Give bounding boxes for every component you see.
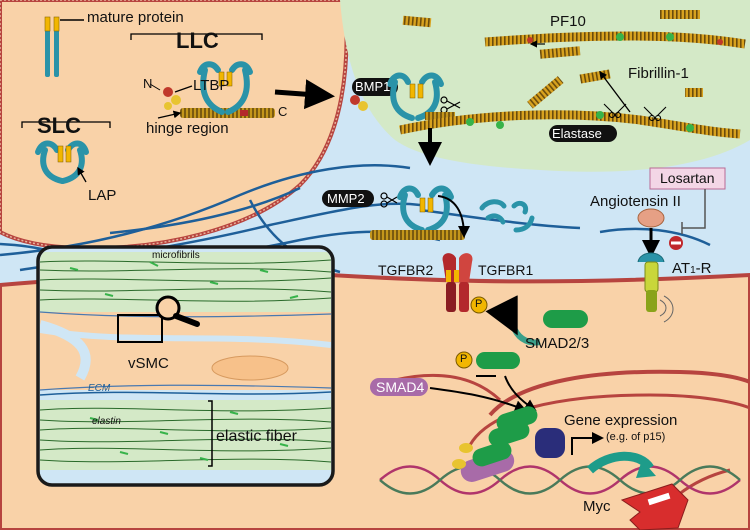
label-gene-expression-example: (e.g. of p15): [606, 431, 666, 443]
label-phospho-smad: P: [460, 353, 468, 365]
label-mature-protein: mature protein: [87, 9, 184, 26]
label-smad23: SMAD2/3: [525, 335, 590, 352]
transcription-complex: [452, 406, 565, 482]
smad4-box: [370, 378, 428, 396]
label-losartan: Losartan: [660, 170, 715, 186]
label-pf10: PF10: [550, 13, 586, 30]
label-at1r: AT1-R: [672, 260, 711, 277]
myc-protein: [620, 483, 689, 530]
nuclear-envelope: [488, 369, 750, 417]
label-n-terminal: N: [143, 76, 153, 91]
label-at1r-suffix: -R: [695, 260, 712, 277]
label-ecm: ECM: [88, 383, 111, 394]
smad23-inactive: [543, 310, 588, 328]
label-c-terminal: C: [278, 104, 288, 119]
scissors-icon: [440, 96, 461, 114]
label-at1r-prefix: AT: [672, 260, 691, 277]
bmp1-complex: [350, 72, 461, 121]
label-gene-expression: Gene expression: [564, 412, 678, 429]
label-ltbp: LTBP: [193, 77, 230, 94]
scissors-icon: [380, 192, 398, 208]
secretion-arrow: [274, 79, 335, 110]
tgfbr-receptors: [442, 253, 488, 314]
label-vsmc: vSMC: [128, 355, 169, 372]
label-mmp2: MMP2: [327, 191, 365, 206]
label-tgfbr2: TGFBR2: [378, 262, 433, 278]
label-elastin: elastin: [92, 416, 121, 427]
label-angiotensin2: Angiotensin II: [590, 193, 681, 210]
tissue-inset: [36, 245, 335, 487]
label-at1r-sub: 1: [690, 265, 696, 276]
label-smad4: SMAD4: [376, 379, 425, 395]
label-fibrillin1: Fibrillin-1: [628, 65, 689, 82]
phospho-smad23: [455, 351, 520, 369]
mature-protein-icon: [44, 16, 84, 77]
label-elastase: Elastase: [552, 126, 602, 141]
label-elastic-fiber: elastic fiber: [216, 428, 297, 445]
microfibril-region: [340, 0, 750, 172]
magnifier-icon: [155, 295, 200, 327]
llc-complex: [149, 61, 275, 119]
label-tgfbr2-text: TGFBR2: [378, 262, 434, 278]
label-hinge-region: hinge region: [146, 120, 229, 137]
label-tgfbr1: TGFBR1: [478, 262, 534, 278]
slc-complex: [35, 140, 89, 184]
label-myc: Myc: [583, 498, 611, 515]
zoom-region-box: [117, 314, 163, 343]
dna-helix: [379, 465, 741, 495]
fibrillin-fibers: [399, 10, 746, 139]
label-slc: SLC: [37, 113, 81, 138]
at1r-receptor: [637, 252, 674, 323]
inhibition-icon: [669, 236, 683, 250]
losartan-box: [649, 167, 726, 190]
label-bmp1: BMP1: [355, 79, 391, 94]
mmp2-complex: [322, 185, 535, 240]
label-lap: LAP: [88, 187, 117, 204]
angiotensin-molecule: [637, 208, 665, 228]
label-llc: LLC: [176, 28, 219, 53]
label-microfibrils: microfibrils: [152, 250, 200, 261]
label-phospho-receptor: P: [475, 298, 483, 310]
